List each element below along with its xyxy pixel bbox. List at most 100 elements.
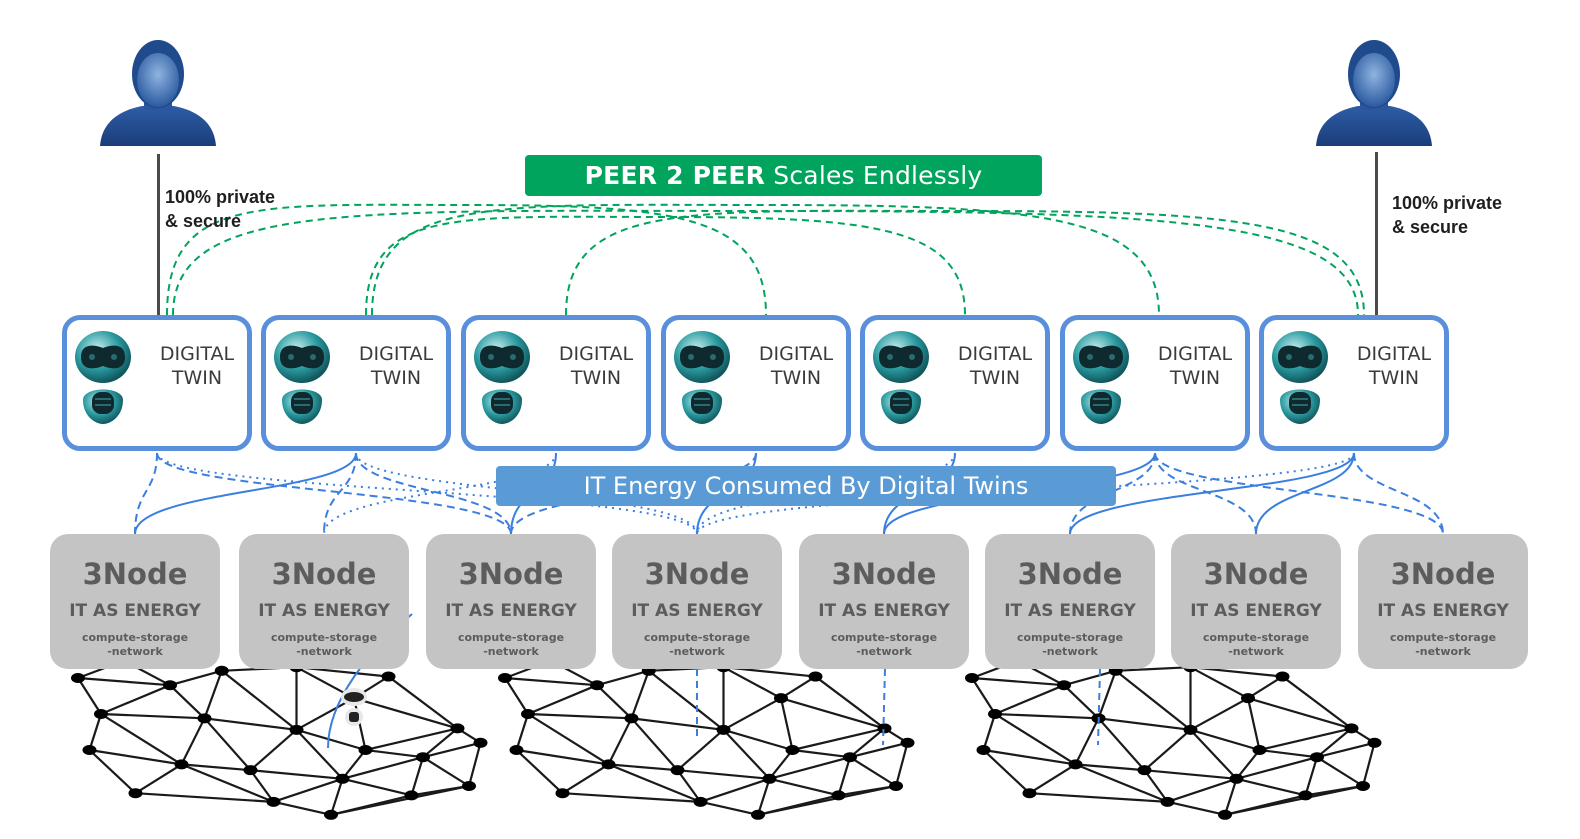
mesh-node [1344,723,1359,734]
user-connection-line [1375,152,1378,316]
mesh-edge [677,769,770,780]
digital-twin-label-line1: DIGITAL [1157,343,1233,365]
digital-twin-label-line1: DIGITAL [159,343,235,365]
digital-twin-label-line1: DIGITAL [558,343,634,365]
mesh-edge [1281,675,1353,730]
node-description-line1: compute-storage [1389,631,1497,644]
mesh-edge [100,713,183,766]
mesh-edge [515,713,530,751]
energy-link [323,452,557,535]
digital-twin-label: DIGITAL TWIN [548,342,644,390]
mesh-edge [608,763,701,803]
mesh-edge [250,769,343,780]
privacy-caption-line1: 100% private [1392,193,1503,213]
digital-twin-label-line1: DIGITAL [957,343,1033,365]
mesh-node [266,796,281,807]
banner-rest-text: Scales Endlessly [773,161,983,190]
mesh-edge [295,697,355,731]
mesh-edge [467,742,482,787]
mesh-edge [527,713,610,766]
mesh-node [82,745,97,755]
mesh-node [358,745,373,755]
mesh-node [762,773,777,784]
mesh-edge [169,684,206,720]
mesh-edge [648,669,725,731]
mesh-edge [1259,748,1318,759]
mesh-edge [561,763,610,795]
mesh-node [197,713,212,724]
mesh-node [670,765,685,776]
mesh-edge [849,727,886,759]
energy-link [1069,452,1355,535]
mesh-edge [77,677,102,715]
mesh-edge [1235,749,1261,780]
node-description: compute-storage -network [50,631,220,659]
digital-twin-label: DIGITAL TWIN [1147,342,1243,390]
mesh-node [590,680,604,691]
energy-link [355,452,512,535]
mesh-edge [723,728,793,752]
mesh-edge [1075,763,1145,772]
three-node-card: 3Node IT AS ENERGY compute-storage -netw… [239,534,409,669]
node-subtitle: IT AS ENERGY [818,601,950,621]
mesh-node [1057,680,1071,691]
mesh-node [243,765,258,776]
mesh-edge [792,727,885,752]
node-subtitle: IT AS ENERGY [1004,601,1136,621]
three-node-card: 3Node IT AS ENERGY compute-storage -netw… [985,534,1155,669]
mesh-node [1229,773,1244,784]
mesh-edge [422,727,459,759]
node-description-line2: -network [296,645,352,658]
node-title: 3Node [1203,557,1309,591]
mesh-node [693,796,708,807]
mesh-edge [180,717,206,765]
mesh-edge [607,717,633,765]
user-avatar-icon [1316,34,1432,154]
mesh-edge [204,717,297,731]
node-description-line2: -network [1415,645,1471,658]
mesh-edge [971,677,996,715]
it-energy-banner: IT Energy Consumed By Digital Twins [496,466,1116,506]
mesh-edge [1167,777,1237,803]
mesh-edge [504,676,598,687]
digital-twin-label: DIGITAL TWIN [149,342,245,390]
mesh-edge [330,784,470,816]
mesh-edge [527,712,632,720]
node-title: 3Node [1390,557,1496,591]
mesh-edge [1189,697,1249,731]
node-description-line2: -network [669,645,725,658]
p2p-link [371,203,1160,316]
mesh-node [404,790,419,801]
node-description-line2: -network [107,645,163,658]
mesh-edge [1223,778,1238,816]
mesh-node [889,781,903,791]
mesh-edge [630,670,650,719]
mesh-edge [88,749,137,795]
three-node-card: 3Node IT AS ENERGY compute-storage -netw… [426,534,596,669]
digital-twin-label-line1: DIGITAL [758,343,834,365]
mesh-edge [769,756,851,780]
mesh-edge [273,777,343,803]
mesh-edge [849,741,908,759]
mesh-patch [71,655,488,820]
mesh-edge [1143,729,1192,771]
node-title: 3Node [644,557,750,591]
mesh-edge [562,792,701,803]
p2p-link [166,203,767,316]
mesh-edge [756,778,771,816]
node-description: compute-storage -network [426,631,596,659]
energy-link [323,452,357,535]
energy-link [1255,452,1355,535]
energy-link [1154,452,1444,535]
mesh-node [335,773,350,784]
digital-twin-label-line2: TWIN [570,367,622,389]
node-title: 3Node [271,557,377,591]
digital-twin-card: DIGITAL TWIN [860,315,1050,451]
mesh-edge [249,769,275,803]
mesh-edge [504,677,529,715]
mesh-edge [608,763,678,772]
node-description-line2: -network [1228,645,1284,658]
mesh-edge [249,729,298,771]
node-description: compute-storage -network [612,631,782,659]
